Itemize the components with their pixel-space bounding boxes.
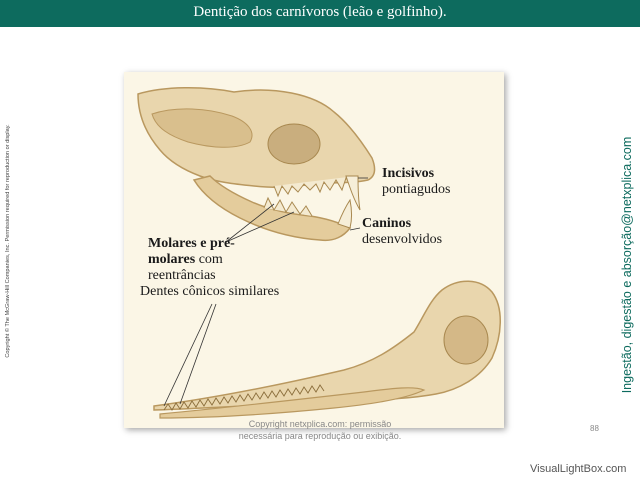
skull-illustration: Incisivos pontiagudos Caninos desenvolvi…	[124, 72, 504, 428]
side-topic-text: Ingestão, digestão e absorção@netxplica.…	[620, 136, 634, 394]
leader-molares-1	[225, 203, 275, 243]
lion-zygomatic	[151, 108, 253, 148]
lion-lower-teeth	[263, 196, 313, 217]
label-caninos-rest: desenvolvidos	[362, 232, 443, 247]
label-incisivos: Incisivos pontiagudos	[382, 166, 450, 198]
label-dentes: Dentes cônicos similares	[140, 284, 279, 300]
page-number: 88	[590, 424, 599, 433]
label-dentes-text: Dentes cônicos similares	[140, 284, 280, 299]
lion-upper-canine	[345, 175, 361, 211]
label-incisivos-rest: pontiagudos	[382, 182, 451, 197]
watermark: VisualLightBox.com	[530, 463, 627, 475]
label-caninos-bold: Caninos	[362, 216, 412, 231]
side-copyright-text: Copyright © The McGraw-Hill Companies, I…	[5, 123, 11, 358]
footer-copyright: Copyright netxplica.com: permissão neces…	[210, 418, 430, 442]
label-molares-rest-3: reentrâncias	[148, 268, 216, 283]
dolphin-eye-socket	[443, 315, 489, 365]
label-molares: Molares e pré- molares com reentrâncias	[148, 236, 235, 284]
footer-line-1: Copyright netxplica.com: permissão	[248, 419, 392, 429]
dolphin-rostrum-lower	[159, 387, 426, 419]
side-copyright: Copyright © The McGraw-Hill Companies, I…	[3, 88, 13, 393]
label-caninos: Caninos desenvolvidos	[362, 216, 442, 248]
skull-drawing	[137, 87, 501, 419]
slide-title: Dentição dos carnívoros (leão e golfinho…	[193, 4, 447, 20]
leader-molares-2	[225, 211, 295, 243]
label-molares-rest-2: com	[195, 252, 223, 267]
side-topic: Ingestão, digestão e absorção@netxplica.…	[617, 130, 637, 400]
title-bar	[0, 0, 640, 27]
label-incisivos-bold: Incisivos	[382, 166, 435, 181]
label-molares-bold-1: Molares e pré-	[148, 236, 235, 251]
dolphin-teeth	[163, 384, 325, 411]
leader-dentes-2	[179, 303, 217, 405]
lion-lower-canine	[337, 198, 352, 229]
leader-caninos	[349, 227, 361, 231]
leader-dentes-1	[163, 303, 213, 407]
footer-line-2: necessária para reprodução ou exibição.	[238, 431, 402, 441]
label-molares-bold-2: molares	[148, 252, 196, 267]
lion-eye-socket	[267, 123, 321, 165]
lion-cranium	[137, 87, 376, 189]
